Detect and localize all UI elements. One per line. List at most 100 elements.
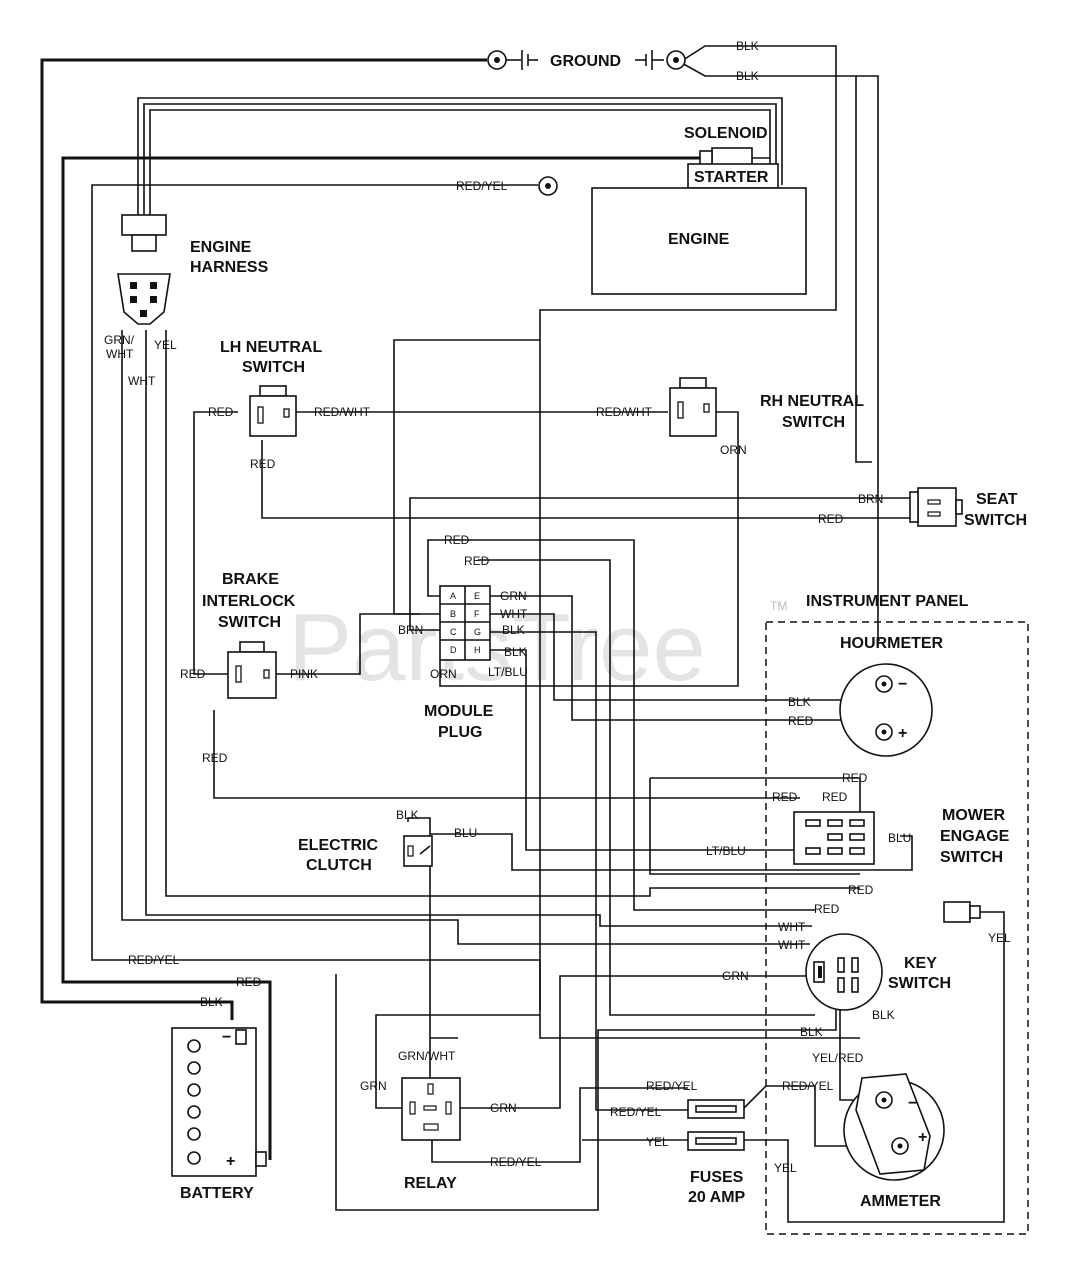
brake-interlock-label-3: SWITCH xyxy=(218,614,281,631)
electric-clutch-label-2: CLUTCH xyxy=(306,857,372,874)
ground-symbol xyxy=(487,50,686,70)
wire-label-blk-battery: BLK xyxy=(200,995,223,1009)
watermark-tm: TM xyxy=(770,599,787,613)
fuses xyxy=(687,1099,745,1151)
brake-interlock-label-2: INTERLOCK xyxy=(202,593,296,610)
brake-interlock-label-1: BRAKE xyxy=(222,571,279,588)
wire-label-blk-key-bottom: BLK xyxy=(800,1025,823,1039)
grn-wht-line1: GRN/ xyxy=(104,333,135,347)
wire-label-red-key-1: RED xyxy=(848,883,874,897)
wire-label-pink-brake: PINK xyxy=(290,667,318,681)
wire-label-brn-seat: BRN xyxy=(858,492,883,506)
module-plug-label-2: PLUG xyxy=(438,724,482,741)
module-pin-c: C xyxy=(450,627,457,637)
wire-label-red-seat: RED xyxy=(818,512,844,526)
wire-label-red-mower-mid: RED xyxy=(822,790,848,804)
wire-label-yel-red-key: YEL/RED xyxy=(812,1051,864,1065)
module-pin-b: B xyxy=(450,609,456,619)
wire-label-yel-fuse: YEL xyxy=(646,1135,669,1149)
battery xyxy=(171,1027,267,1177)
key-switch xyxy=(805,933,883,1011)
lh-neutral-label-2: SWITCH xyxy=(242,359,305,376)
wire-label-blk-module-h: BLK xyxy=(504,645,527,659)
wire-label-red-brake-bottom: RED xyxy=(202,751,228,765)
instrument-panel-label: INSTRUMENT PANEL xyxy=(806,593,969,610)
wire-label-red-key-2: RED xyxy=(814,902,840,916)
wire-label-red-yel-engine: RED/YEL xyxy=(456,179,508,193)
mower-engage-switch xyxy=(793,811,875,865)
ammeter-label: AMMETER xyxy=(860,1193,941,1210)
wire-label-grn-wht-harness: GRN/WHT xyxy=(104,333,135,361)
module-pin-h: H xyxy=(474,645,481,655)
wire-label-wht-key-2: WHT xyxy=(778,938,806,952)
wire-label-red-yel-fuse-top: RED/YEL xyxy=(646,1079,698,1093)
module-pin-f: F xyxy=(474,609,480,619)
wire-label-ltblu-mower: LT/BLU xyxy=(706,844,746,858)
module-plug xyxy=(439,585,491,661)
wire-label-blk-key-right: BLK xyxy=(872,1008,895,1022)
engine-harness-connector xyxy=(117,214,171,325)
hourmeter-label: HOURMETER xyxy=(840,635,944,652)
brake-interlock-switch xyxy=(227,641,277,699)
wire-label-wht-module: WHT xyxy=(500,607,528,621)
module-pin-e: E xyxy=(474,591,480,601)
electric-clutch xyxy=(403,835,433,867)
wire-label-blu-mower: BLU xyxy=(888,831,911,845)
wire-label-blk-bottom: BLK xyxy=(736,69,759,83)
rh-neutral-label-1: RH NEUTRAL xyxy=(760,393,864,410)
wire-label-orn-rh: ORN xyxy=(720,443,747,457)
seat-switch xyxy=(909,487,963,527)
wire-label-yel-harness: YEL xyxy=(154,338,177,352)
solenoid-label: SOLENOID xyxy=(684,125,768,142)
wire-label-yel-ammeter: YEL xyxy=(774,1161,797,1175)
wire-label-brn-module: BRN xyxy=(398,623,423,637)
ammeter xyxy=(843,1073,945,1181)
wire-label-blk-module-g: BLK xyxy=(502,623,525,637)
seat-switch-label-2: SWITCH xyxy=(964,512,1027,529)
wire-label-blk-top: BLK xyxy=(736,39,759,53)
key-switch-label-1: KEY xyxy=(904,955,937,972)
engine-label: ENGINE xyxy=(668,231,730,248)
wire-label-grn-key: GRN xyxy=(722,969,749,983)
battery-plus: + xyxy=(226,1153,235,1170)
wire-label-grn-wht-relay: GRN/WHT xyxy=(398,1049,456,1063)
rh-neutral-switch xyxy=(669,377,717,437)
relay xyxy=(401,1077,461,1141)
rh-neutral-label-2: SWITCH xyxy=(782,414,845,431)
engine-kill-terminal xyxy=(538,176,558,196)
watermark: PartsTree xyxy=(288,594,706,701)
wire-label-red-module-1: RED xyxy=(444,533,470,547)
hourmeter xyxy=(839,663,933,757)
ground-label: GROUND xyxy=(550,53,621,70)
wire-label-red-lh-bottom: RED xyxy=(250,457,276,471)
wire-label-red-wht-lh: RED/WHT xyxy=(314,405,371,419)
ammeter-plus: + xyxy=(918,1129,927,1146)
wire-label-red-mower-top: RED xyxy=(842,771,868,785)
wire-label-wht-key-1: WHT xyxy=(778,920,806,934)
key-switch-label-2: SWITCH xyxy=(888,975,951,992)
wire-label-red-yel-ammeter: RED/YEL xyxy=(782,1079,834,1093)
ammeter-minus: − xyxy=(908,1095,917,1112)
module-plug-label-1: MODULE xyxy=(424,703,494,720)
engine-harness-label-1: ENGINE xyxy=(190,239,252,256)
lh-neutral-label-1: LH NEUTRAL xyxy=(220,339,322,356)
fuses-label-2: 20 AMP xyxy=(688,1189,746,1206)
engine-box xyxy=(591,187,807,295)
lh-neutral-switch xyxy=(249,385,297,437)
solenoid xyxy=(699,147,770,169)
wire-label-yel-right: YEL xyxy=(988,931,1011,945)
starter-label: STARTER xyxy=(694,169,769,186)
hourmeter-minus: − xyxy=(898,676,907,693)
mower-engage-label-3: SWITCH xyxy=(940,849,1003,866)
wire-label-blk-clutch: BLK xyxy=(396,808,419,822)
wire-label-red-lh-left: RED xyxy=(208,405,234,419)
wire-label-blk-hourmeter: BLK xyxy=(788,695,811,709)
wire-label-red-brake-left: RED xyxy=(180,667,206,681)
wire-label-grn-relay-left: GRN xyxy=(360,1079,387,1093)
seat-switch-label-1: SEAT xyxy=(976,491,1018,508)
grn-wht-line2: WHT xyxy=(106,347,134,361)
engine-harness-label-2: HARNESS xyxy=(190,259,269,276)
wire-label-red-battery: RED xyxy=(236,975,262,989)
relay-label: RELAY xyxy=(404,1175,457,1192)
wire-label-orn-module: ORN xyxy=(430,667,457,681)
